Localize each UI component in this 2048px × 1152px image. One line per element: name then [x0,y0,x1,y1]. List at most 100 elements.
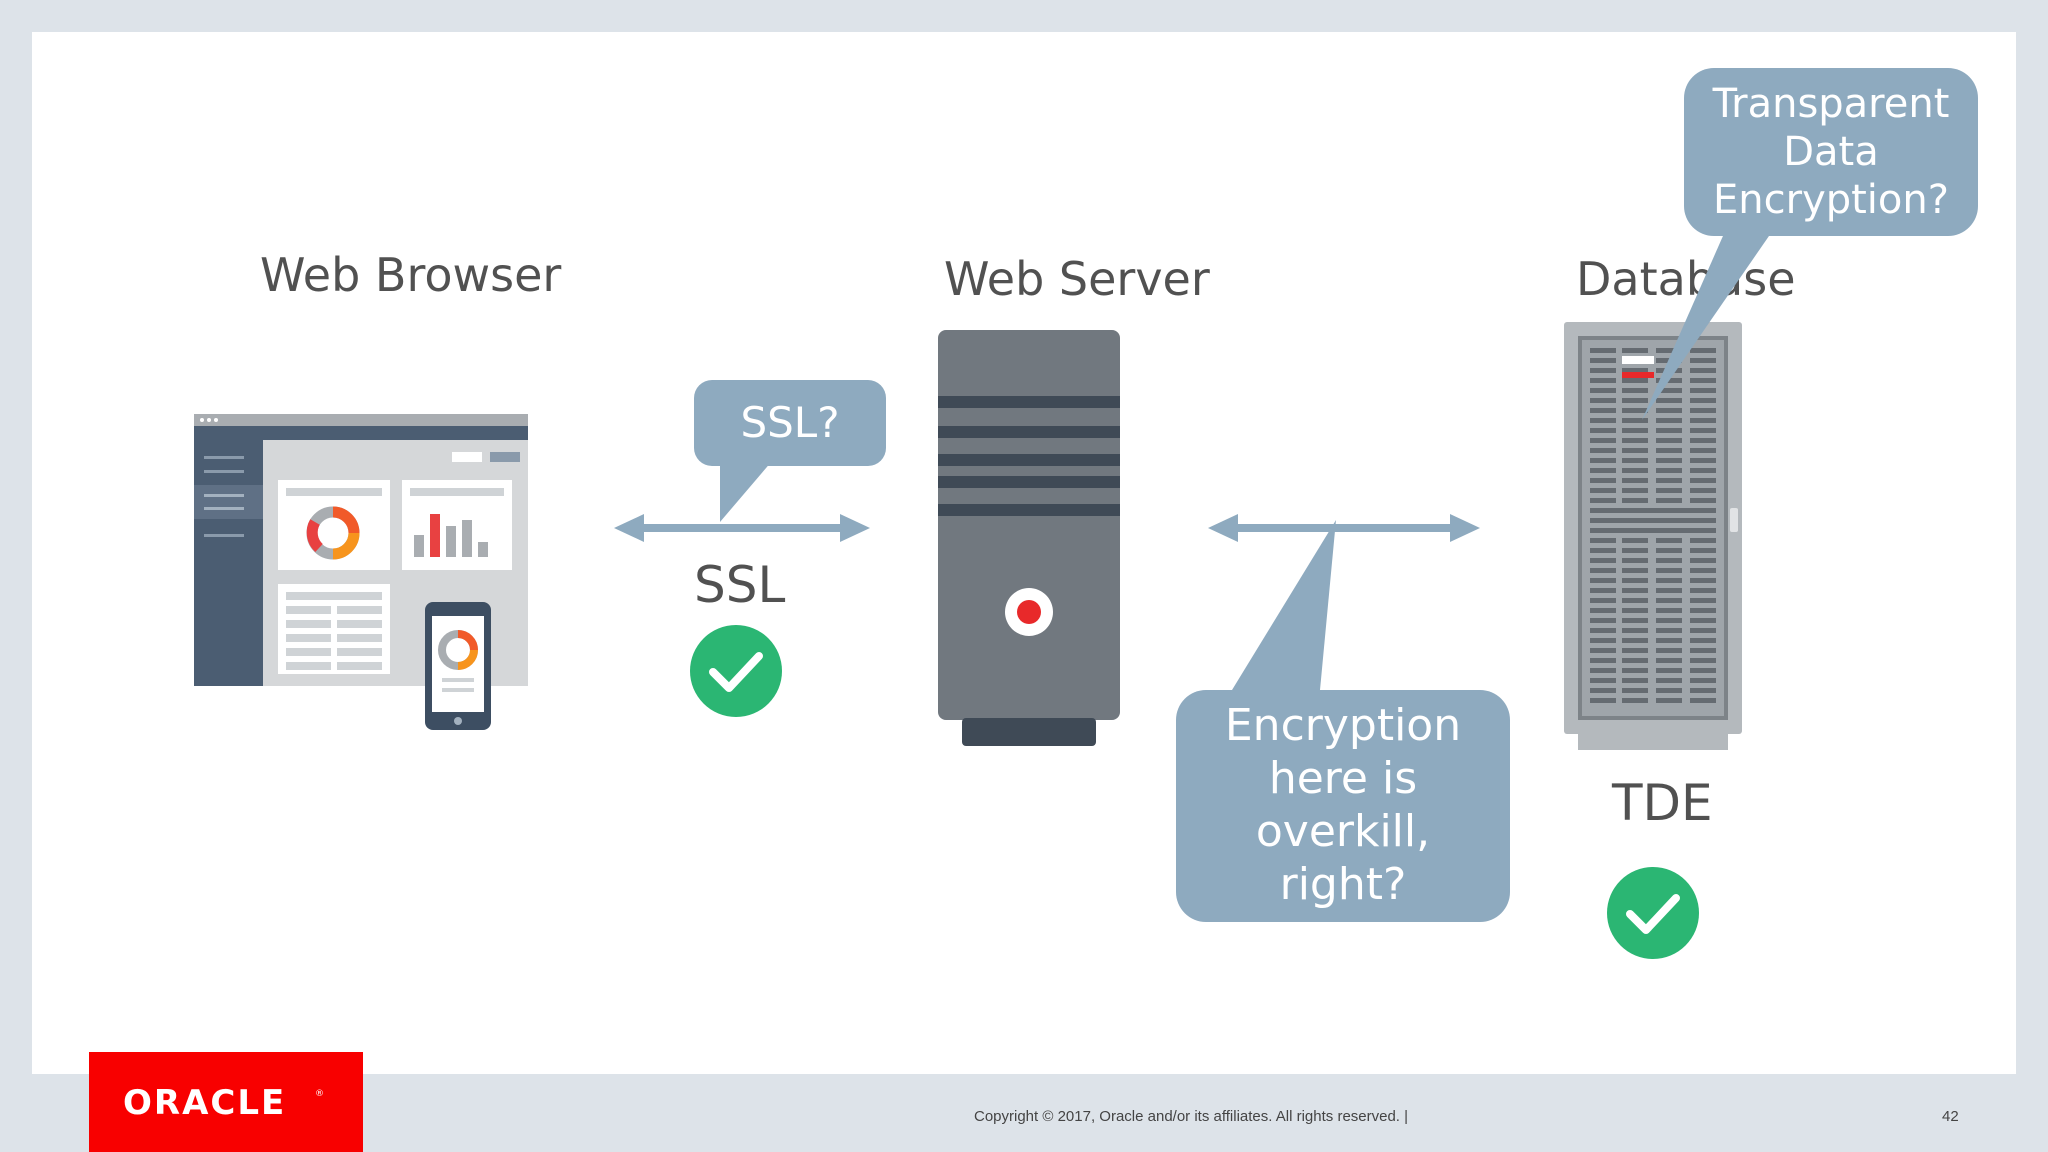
rack-vent-slot [1690,618,1716,623]
rack-vent-slot [1690,408,1716,413]
rack-vent-slot [1690,568,1716,573]
rack-vent-slot [1590,348,1616,353]
database-label: Database [1576,252,1796,306]
rack-vent-slot [1656,598,1682,603]
rack-vent-slot [1622,488,1648,493]
overkill-line-4: right? [1279,858,1407,910]
rack-vent-slot [1590,658,1616,663]
rack-vent-slot [1590,418,1616,423]
tde-callout-line-1: Transparent [1712,81,1950,127]
rack-vent-slot [1590,588,1616,593]
rack-vent-slot [1622,568,1648,573]
tde-callout-line-3: Encryption? [1713,177,1949,223]
rack-vent-slot [1690,638,1716,643]
rack-vent-slot [1690,428,1716,433]
oracle-logo: ORACLE ® [89,1052,363,1152]
rack-vent-slot [1590,428,1616,433]
rack-vent-slot [1690,388,1716,393]
rack-vent-slot [1590,608,1616,613]
rack-vent-slot [1690,698,1716,703]
rack-vent-slot [1656,548,1682,553]
rack-vent-slot [1590,408,1616,413]
rack-vent-slot [1590,698,1616,703]
rack-vent-slot [1690,648,1716,653]
rack-vent-slot [1622,428,1648,433]
web-server-label: Web Server [944,252,1210,306]
rack-vent-slot [1622,668,1648,673]
rack-vent-slot [1690,488,1716,493]
rack-vent-slot [1622,408,1648,413]
rack-vent-slot [1590,388,1616,393]
ssl-label: SSL [694,556,786,614]
rack-vent-slot [1590,358,1616,363]
rack-vent-slot [1690,558,1716,563]
page-number: 42 [1942,1108,1959,1125]
rack-vent-slot [1590,618,1616,623]
ssl-question-callout: SSL? [694,380,886,466]
rack-vent-slot [1622,598,1648,603]
rack-vent-slot [1690,498,1716,503]
rack-vent-slot [1656,458,1682,463]
rack-vent-slot [1622,498,1648,503]
ssl-question-text: SSL? [740,397,840,447]
rack-vent-slot [1622,558,1648,563]
copyright-text: Copyright © 2017, Oracle and/or its affi… [974,1108,1409,1125]
rack-vent-slot [1622,678,1648,683]
rack-vent-slot [1690,678,1716,683]
rack-vent-slot [1590,478,1616,483]
rack-vent-slot [1656,558,1682,563]
rack-vent-slot [1656,448,1682,453]
rack-vent-slot [1590,688,1616,693]
overkill-line-3: overkill, [1255,806,1431,857]
rack-vent-slot [1656,568,1682,573]
rack-vent-slot [1622,658,1648,663]
rack-vent-slot [1656,418,1682,423]
rack-vent-slot [1590,578,1616,583]
svg-text:ORACLE: ORACLE [123,1083,286,1122]
rack-divider [1590,508,1716,513]
rack-vent-slot [1656,698,1682,703]
rack-vent-slot [1656,578,1682,583]
rack-vent-slot [1690,688,1716,693]
rack-vent-slot [1690,358,1716,363]
rack-vent-slot [1622,698,1648,703]
server-database-double-arrow [1208,514,1480,542]
rack-vent-slot [1656,678,1682,683]
rack-vent-slot [1622,628,1648,633]
rack-vent-slot [1590,368,1616,373]
rack-vent-slot [1622,548,1648,553]
tde-label: TDE [1612,774,1713,832]
rack-vent-slot [1590,638,1616,643]
rack-vent-slot [1690,398,1716,403]
rack-vent-slot [1590,488,1616,493]
rack-vent-slot [1590,438,1616,443]
rack-vent-slot [1656,538,1682,543]
web-server-tower-icon [938,330,1120,746]
web-browser-illustration-icon [194,414,528,730]
rack-vent-slot [1590,648,1616,653]
rack-vent-slot [1590,628,1616,633]
rack-vent-slot [1656,348,1682,353]
rack-vent-slot [1656,658,1682,663]
rack-vent-slot [1656,588,1682,593]
rack-vent-slot [1656,408,1682,413]
overkill-line-2: here is [1268,753,1418,805]
rack-vent-slot [1690,478,1716,483]
rack-vent-slot [1622,578,1648,583]
rack-vent-slot [1656,638,1682,643]
rack-vent-slot [1656,498,1682,503]
rack-vent-slot [1622,448,1648,453]
tde-callout-pointer [1642,220,1780,420]
rack-vent-slot [1590,498,1616,503]
rack-vent-slot [1656,488,1682,493]
rack-vent-slot [1622,538,1648,543]
rack-vent-slot [1622,608,1648,613]
rack-vent-slot [1622,378,1648,383]
rack-vent-slot [1690,588,1716,593]
rack-vent-slot [1656,608,1682,613]
rack-vent-slot [1690,368,1716,373]
rack-vent-slot [1690,538,1716,543]
rack-vent-slot [1690,628,1716,633]
rack-vent-slot [1656,428,1682,433]
rack-vent-slot [1690,608,1716,613]
